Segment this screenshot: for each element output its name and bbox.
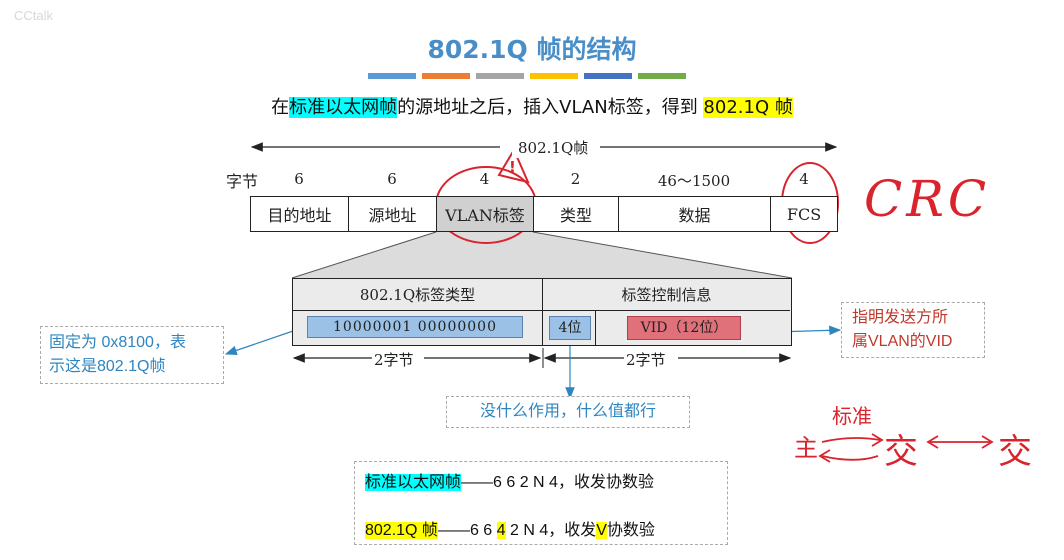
summary-box: 标准以太网帧——6 6 2 N 4，收发协数验 802.1Q 帧——6 6 4 … bbox=[354, 461, 728, 545]
strip-segment bbox=[638, 73, 686, 79]
subtitle-highlight-8021q-frame: 802.1Q 帧 bbox=[703, 97, 793, 118]
switch-to-switch-arrow bbox=[926, 435, 994, 449]
field-dest-address: 目的地址 bbox=[251, 197, 349, 231]
summary-8021q-text-a: ——6 6 bbox=[437, 522, 497, 539]
subtitle-highlight-standard-frame: 标准以太网帧 bbox=[289, 97, 398, 118]
strip-segment bbox=[368, 73, 416, 79]
summary-standard-text: ——6 6 2 N 4，收发协数验 bbox=[461, 474, 654, 491]
tag-pri-bits: 4位 bbox=[549, 316, 591, 340]
tag-divider bbox=[595, 311, 596, 345]
tag-vid: VID（12位） bbox=[627, 316, 741, 340]
tag-type-value: 10000001 00000000 bbox=[307, 316, 523, 338]
frame-label: 802.1Q帧 bbox=[512, 137, 595, 158]
subtitle-middle: 的源地址之后，插入VLAN标签，得到 bbox=[397, 97, 704, 118]
field-type: 类型 bbox=[534, 197, 619, 231]
callout-vid-line2: 属VLAN的VID bbox=[852, 333, 953, 350]
bytes-right-label: 2字节 bbox=[626, 351, 666, 369]
strip-segment bbox=[530, 73, 578, 79]
slide-title: 802.1Q 帧的结构 bbox=[427, 35, 637, 64]
handwritten-switch-2: 交 bbox=[998, 432, 1032, 472]
bytes-left-label: 2字节 bbox=[374, 351, 414, 369]
callout-tpid-line1: 固定为 0x8100，表 bbox=[49, 334, 186, 351]
summary-8021q-tag-size: 4 bbox=[496, 522, 506, 539]
summary-row-standard: 标准以太网帧——6 6 2 N 4，收发协数验 bbox=[365, 468, 654, 492]
strip-segment bbox=[476, 73, 524, 79]
tag-type-cell: 10000001 00000000 bbox=[293, 311, 543, 345]
field-data: 数据 bbox=[619, 197, 771, 231]
byte-size-vlan: 4 bbox=[479, 170, 490, 188]
subtitle: 在标准以太网帧的源地址之后，插入VLAN标签，得到 802.1Q 帧 bbox=[0, 93, 1064, 119]
callout-pri: 没什么作用，什么值都行 bbox=[446, 396, 690, 428]
warning-mark: ! bbox=[509, 158, 516, 176]
tag-type-header: 802.1Q标签类型 bbox=[293, 279, 543, 311]
summary-8021q-text-b: 2 N 4，收发 bbox=[505, 522, 597, 539]
title-color-strip bbox=[368, 73, 686, 79]
summary-8021q-highlight: 802.1Q 帧 bbox=[365, 522, 438, 539]
byte-size-src: 6 bbox=[387, 170, 397, 188]
warning-triangle bbox=[497, 147, 530, 184]
strip-segment bbox=[422, 73, 470, 79]
callout-tpid: 固定为 0x8100，表 示这是802.1Q帧 bbox=[40, 326, 224, 384]
byte-size-fcs: 4 bbox=[799, 170, 809, 188]
byte-size-dest: 6 bbox=[294, 170, 304, 188]
callout-vid-line1: 指明发送方所 bbox=[852, 309, 949, 326]
expansion-shade bbox=[292, 232, 792, 278]
byte-size-type: 2 bbox=[570, 170, 581, 188]
summary-8021q-vlan: V bbox=[596, 522, 607, 539]
callout-left-connector bbox=[224, 329, 297, 356]
byte-size-data: 46～1500 bbox=[657, 172, 731, 190]
callout-tpid-line2: 示这是802.1Q帧 bbox=[49, 358, 166, 375]
field-src-address: 源地址 bbox=[349, 197, 437, 231]
watermark: CCtalk bbox=[14, 8, 54, 23]
ethernet-frame: 目的地址 源地址 VLAN标签 类型 数据 FCS bbox=[250, 196, 838, 232]
tag-control-header: 标签控制信息 bbox=[543, 279, 790, 311]
handwritten-switch-1: 交 bbox=[884, 432, 918, 472]
subtitle-prefix: 在 bbox=[271, 97, 290, 118]
callout-vid: 指明发送方所 属VLAN的VID bbox=[841, 302, 985, 358]
handwritten-standard: 标准 bbox=[832, 404, 872, 428]
summary-standard-highlight: 标准以太网帧 bbox=[365, 474, 462, 491]
handwritten-host: 主 bbox=[794, 434, 818, 462]
field-vlan-tag: VLAN标签 bbox=[437, 197, 534, 231]
vlan-tag-detail: 802.1Q标签类型 标签控制信息 10000001 00000000 4位 V… bbox=[292, 278, 792, 346]
field-fcs: FCS bbox=[786, 204, 822, 224]
summary-row-8021q: 802.1Q 帧——6 6 4 2 N 4，收发V协数验 bbox=[365, 516, 655, 540]
bytes-label: 字节 bbox=[226, 172, 259, 191]
strip-segment bbox=[584, 73, 632, 79]
handwritten-crc: CRC bbox=[864, 170, 991, 228]
summary-8021q-text-c: 协数验 bbox=[606, 522, 655, 539]
host-to-switch-arrows bbox=[818, 433, 884, 463]
